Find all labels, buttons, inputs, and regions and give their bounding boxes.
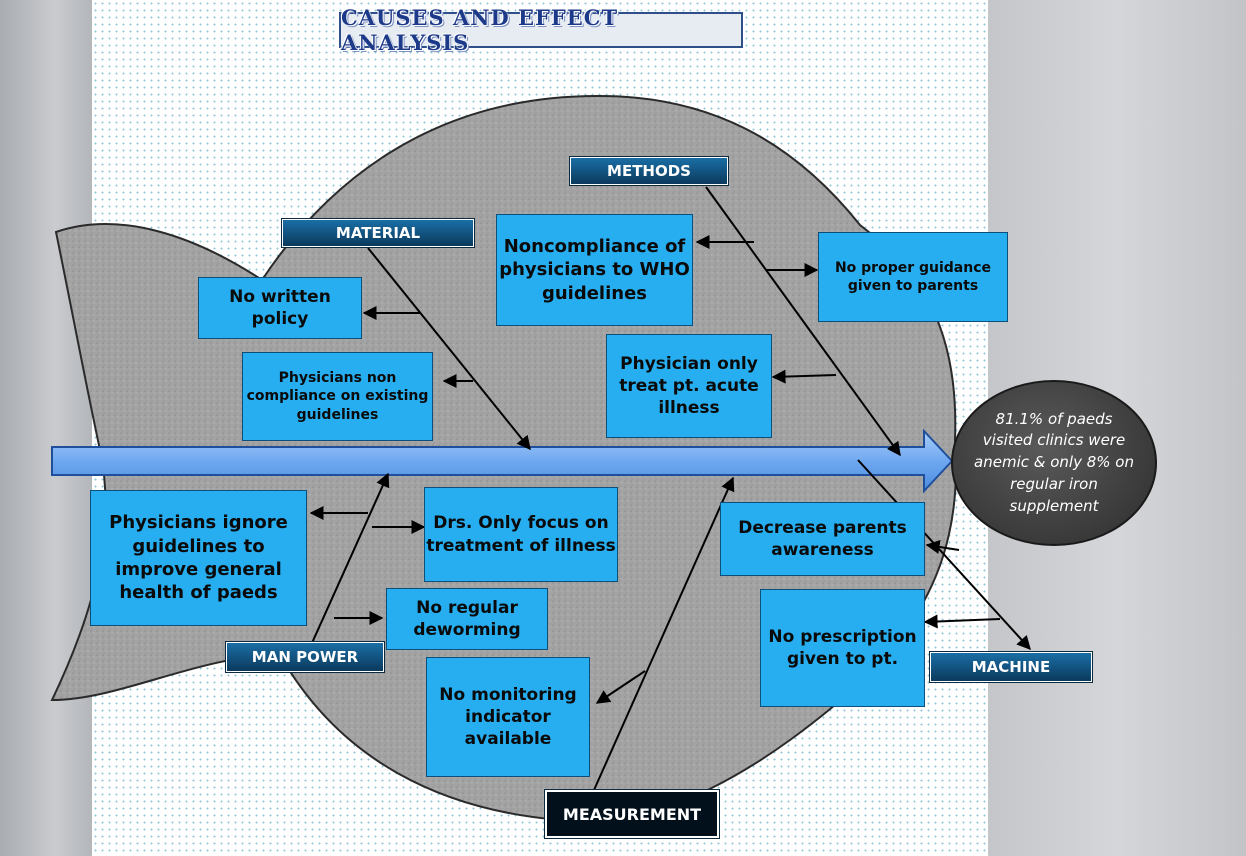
- bone-material: [367, 247, 531, 451]
- cause-no-written-policy: No written policy: [198, 277, 362, 339]
- cause-noncompliance-who: Noncompliance of physicians to WHO guide…: [496, 214, 693, 326]
- cause-no-proper-guidance: No proper guidance given to parents: [818, 232, 1008, 322]
- cause-no-prescription: No prescription given to pt.: [760, 589, 925, 707]
- cause-physician-acute-illness: Physician only treat pt. acute illness: [606, 334, 772, 438]
- diagram-title: CAUSES AND EFFECT ANALYSIS: [341, 5, 619, 55]
- effect-text: 81.1% of paeds visited clinics were anem…: [974, 409, 1134, 515]
- category-material: MATERIAL: [281, 218, 475, 248]
- cause-decrease-parents-awareness: Decrease parents awareness: [720, 502, 925, 576]
- title-banner: CAUSES AND EFFECT ANALYSIS: [339, 5, 743, 55]
- category-measurement: MEASUREMENT: [544, 789, 720, 839]
- left-background: [0, 0, 92, 856]
- bone-measurement: [593, 476, 735, 791]
- arrow-no-prescription: [923, 614, 1001, 629]
- bone-machine: [857, 459, 1031, 651]
- category-methods: METHODS: [569, 156, 729, 186]
- arrow-no-monitoring: [595, 670, 646, 704]
- bone-man-power: [311, 472, 390, 644]
- category-man-power: MAN POWER: [225, 641, 385, 673]
- cause-physicians-ignore: Physicians ignore guidelines to improve …: [90, 490, 307, 626]
- cause-no-regular-deworming: No regular deworming: [386, 588, 548, 650]
- fish-spine: [51, 428, 954, 494]
- cause-drs-focus-treatment: Drs. Only focus on treatment of illness: [424, 487, 618, 582]
- arrow-decrease-awareness: [925, 540, 960, 554]
- bone-methods: [705, 186, 901, 457]
- cause-physicians-non-compliance: Physicians non compliance on existing gu…: [242, 352, 433, 441]
- cause-no-monitoring-indicator: No monitoring indicator available: [426, 657, 590, 777]
- effect-head: 81.1% of paeds visited clinics were anem…: [951, 380, 1157, 546]
- arrow-physician-acute: [771, 369, 837, 384]
- category-machine: MACHINE: [929, 651, 1093, 683]
